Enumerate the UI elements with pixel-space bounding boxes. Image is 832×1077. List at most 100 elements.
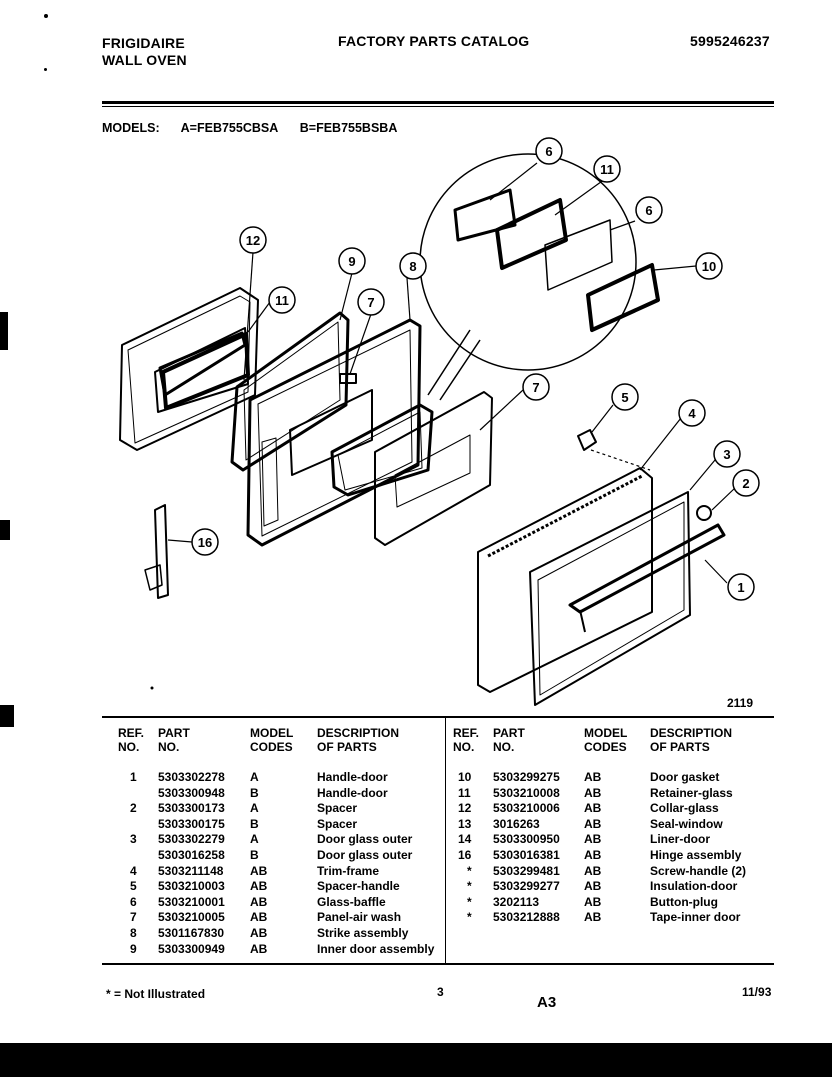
ref-cell: 7	[130, 910, 137, 925]
callout-label-2: 2	[742, 476, 749, 491]
description-cell: Door gasket	[650, 770, 720, 784]
page-number: 3	[437, 985, 444, 999]
ref-cell: 5	[130, 879, 137, 894]
callout-6a	[535, 137, 563, 165]
table-bottom-rule	[102, 963, 774, 965]
callout-label-7: 7	[532, 380, 539, 395]
callout-label-16: 16	[198, 535, 212, 550]
callout-12	[593, 155, 621, 183]
callout-label-6b: 6	[645, 203, 652, 218]
part-number-cell: 5303300173	[158, 801, 225, 816]
ref-cell: 16	[458, 848, 472, 862]
model-code-cell: AB	[250, 879, 268, 894]
model-code-cell: AB	[250, 910, 268, 925]
callout-label-4: 4	[688, 406, 696, 421]
description-cell: Spacer	[317, 816, 358, 831]
description-cell: Collar-glass	[650, 801, 719, 816]
ref-cell: *	[467, 879, 472, 894]
description-cell: Spacer-handle	[317, 879, 400, 894]
model-code-cell: B	[250, 848, 259, 862]
callout-7	[522, 373, 550, 401]
part-number-cell: 5303300175	[158, 816, 225, 831]
liner-door-drawing	[119, 287, 259, 451]
part-number-cell: 5303300948	[158, 785, 225, 800]
callout-label-13: 11	[275, 293, 289, 308]
door-gasket-drawing	[230, 311, 350, 472]
model-code-cell: B	[250, 785, 259, 800]
callout-2	[732, 469, 760, 497]
ref-cell: 13	[458, 816, 472, 831]
header-part-left: PART NO.	[158, 726, 190, 754]
description-cell: Handle-door	[317, 770, 388, 784]
header-desc-right: DESCRIPTION OF PARTS	[650, 726, 733, 754]
model-code-cell: AB	[584, 863, 602, 878]
inner-door-drawing	[246, 318, 422, 547]
callout-9	[399, 252, 427, 280]
model-code-cell: AB	[584, 879, 602, 894]
description-cell: Liner-door	[650, 832, 710, 847]
ref-cell: *	[467, 863, 472, 878]
model-code-cell: AB	[250, 894, 268, 909]
part-number-cell: 5303210005	[158, 910, 225, 925]
description-cell: Inner door assembly	[317, 941, 435, 956]
figure-number: 2119	[727, 696, 753, 710]
description-cell: Trim-frame	[317, 863, 380, 878]
product-name: WALL OVEN	[102, 52, 187, 68]
model-code-cell: AB	[250, 941, 268, 956]
header-ref-left: REF. NO.	[118, 726, 145, 754]
header-model-left: MODEL CODES	[250, 726, 294, 754]
scan-dot	[44, 14, 48, 18]
catalog-title: FACTORY PARTS CATALOG	[338, 33, 530, 49]
callout-label-8: 7	[367, 295, 374, 310]
catalog-number: 5995246237	[690, 33, 770, 49]
seal-window-drawing	[161, 332, 250, 410]
ref-cell: 8	[130, 926, 137, 940]
part-number-cell: 5301167830	[158, 926, 225, 940]
part-number-cell: 5303210003	[158, 879, 225, 894]
callout-label-11: 10	[702, 259, 716, 274]
glass-pack-drawing	[330, 403, 434, 497]
description-cell: Hinge assembly	[650, 848, 742, 862]
ref-cell: 10	[458, 770, 472, 784]
model-code-cell: B	[250, 816, 259, 831]
header-rule-thin	[102, 106, 774, 107]
model-code-cell: AB	[584, 770, 602, 784]
callout-10	[338, 247, 366, 275]
description-cell: Handle-door	[317, 785, 388, 800]
part-number-cell: 5303300949	[158, 941, 225, 956]
ref-cell: *	[467, 910, 472, 925]
part-number-cell: 5303299275	[493, 770, 560, 784]
part-number-cell: 5303016258	[158, 848, 225, 862]
callout-16	[191, 528, 219, 556]
callout-8	[357, 288, 385, 316]
part-number-cell: 5303302279	[158, 832, 225, 847]
part-number-cell: 5303210001	[158, 894, 225, 909]
model-code-cell: A	[250, 801, 259, 816]
part-number-cell: 5303210008	[493, 785, 560, 800]
callout-5	[611, 383, 639, 411]
part-number-cell: 5303299481	[493, 863, 560, 878]
ref-cell: 9	[130, 941, 137, 956]
brand-name: FRIGIDAIRE	[102, 35, 185, 51]
description-cell: Strike assembly	[317, 926, 409, 940]
table-divider	[445, 718, 446, 964]
description-cell: Door glass outer	[317, 848, 413, 862]
callout-1	[727, 573, 755, 601]
callout-label-9: 8	[409, 259, 416, 274]
ref-cell: 11	[458, 785, 471, 800]
ref-cell: 6	[130, 894, 137, 909]
part-number-cell: 5303210006	[493, 801, 560, 816]
callout-4	[678, 399, 706, 427]
models-line: MODELS: A=FEB755CBSA B=FEB755BSBA	[102, 121, 415, 135]
scan-edge-mark	[0, 520, 10, 540]
part-number-cell: 3202113	[493, 894, 540, 909]
part-number-cell: 5303299277	[493, 879, 560, 894]
model-b: B=FEB755BSBA	[299, 121, 398, 135]
description-cell: Glass-baffle	[317, 894, 386, 909]
callout-6b	[635, 196, 663, 224]
part-number-cell: 5303212888	[493, 910, 560, 925]
model-code-cell: AB	[584, 848, 602, 862]
ref-cell: 1	[130, 770, 137, 784]
scan-edge-mark	[0, 705, 14, 727]
header-part-right: PART NO.	[493, 726, 525, 754]
